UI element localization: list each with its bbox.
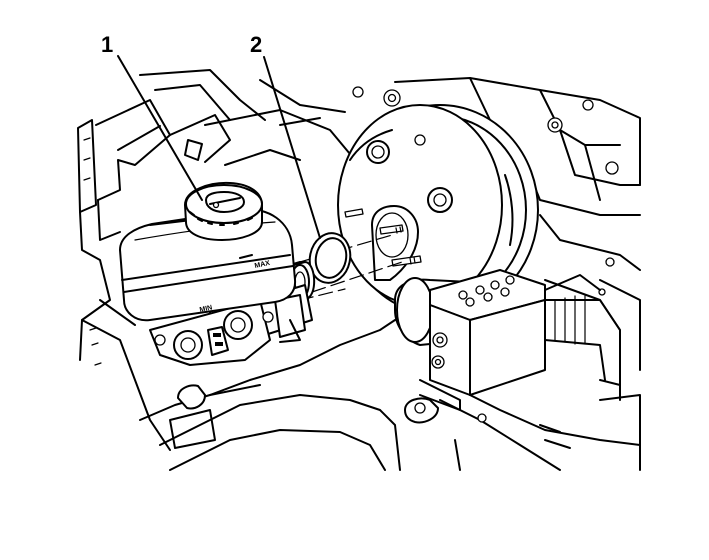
svg-text:MIN: MIN [199,304,213,314]
booster-studs [344,208,422,267]
abs-modulator [394,269,621,424]
seal-ring [308,232,352,284]
callout-1: 1 [101,32,203,201]
brake-booster [337,104,539,331]
reservoir-max-mark: MAX [254,260,271,270]
callout-2: 2 [250,32,321,239]
master-cylinder: MAX MIN [119,181,316,366]
callout-2-label: 2 [250,32,262,57]
callout-1-label: 1 [101,32,113,57]
body-structure-left [77,69,356,451]
lower-structure [139,319,641,471]
